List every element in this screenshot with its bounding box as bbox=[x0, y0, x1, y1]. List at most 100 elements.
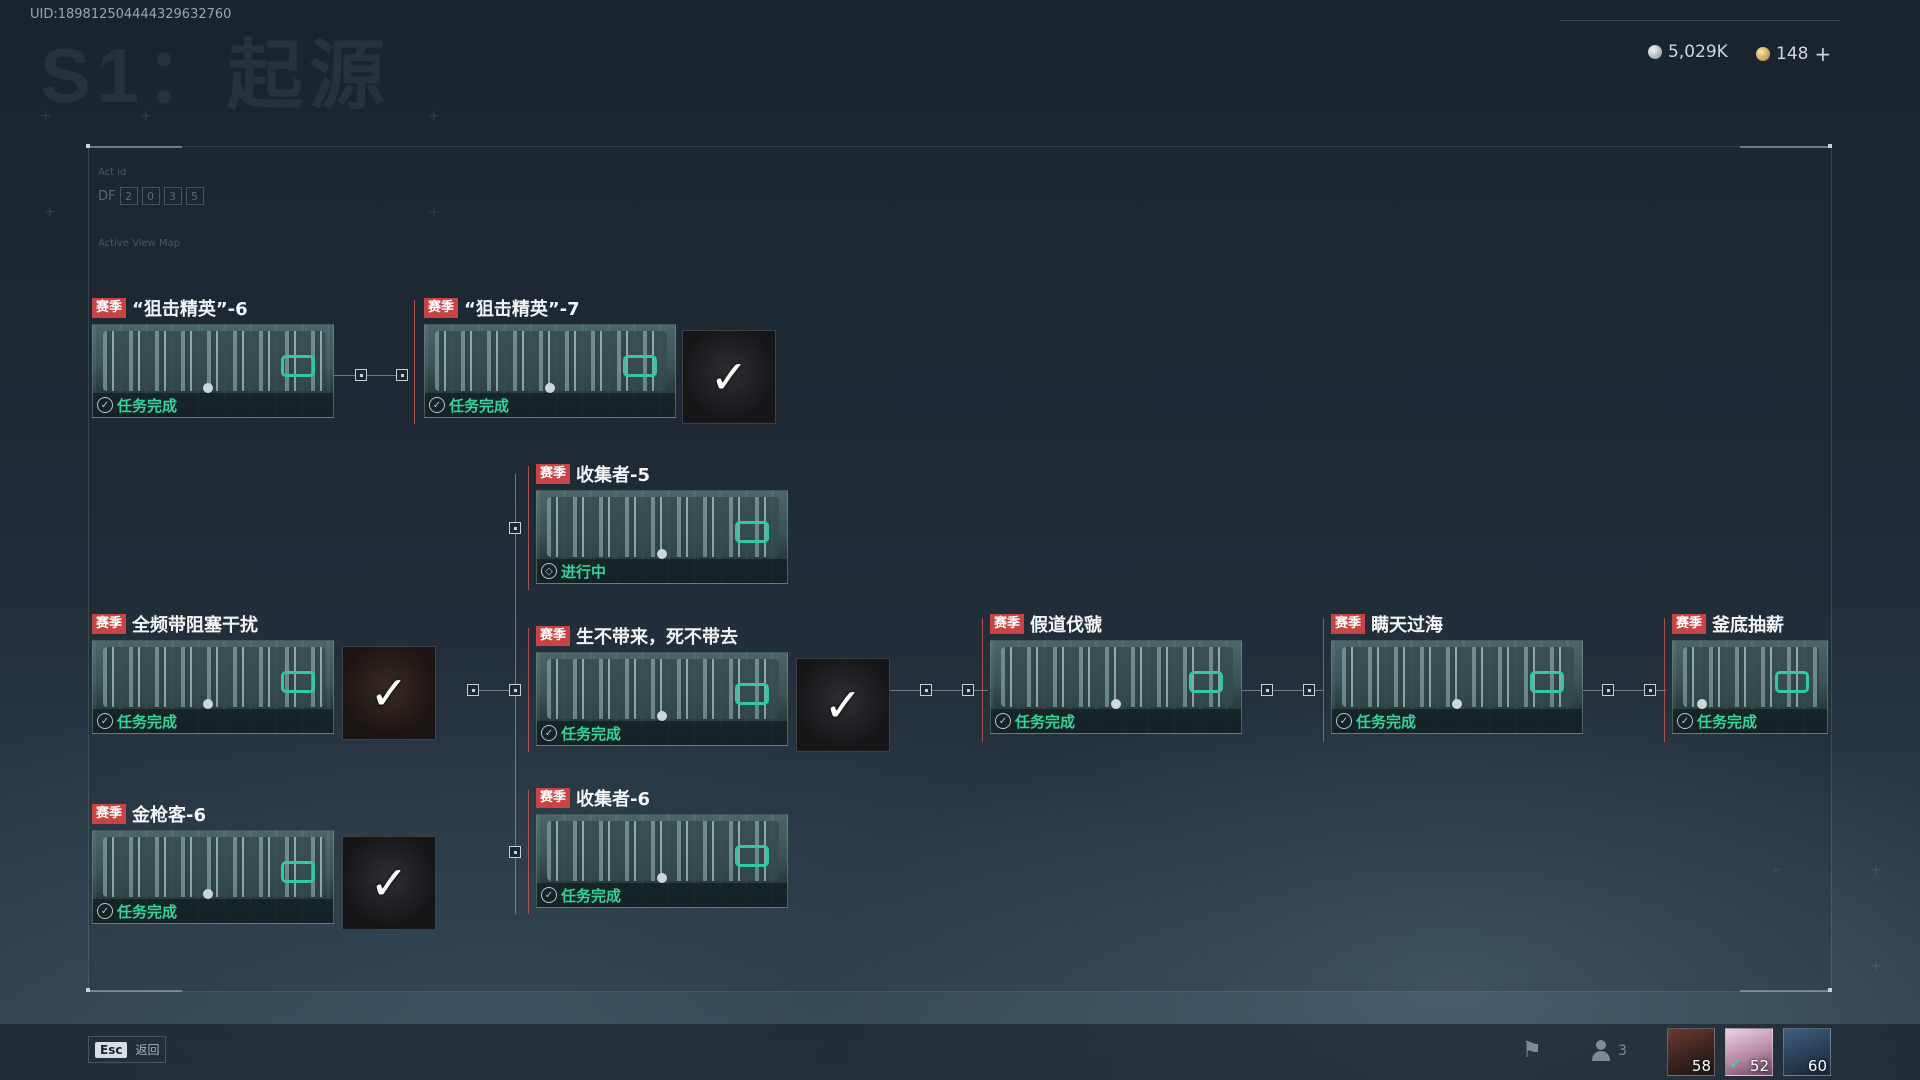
crate-handle bbox=[281, 861, 315, 883]
task-card[interactable]: ✓ 任务完成 bbox=[1331, 640, 1583, 734]
frame-rule bbox=[1740, 146, 1832, 148]
crate-image bbox=[1001, 647, 1233, 707]
task-collector-6[interactable]: 赛季 收集者-6 ✓ 任务完成 bbox=[536, 786, 788, 908]
gold-currency[interactable]: 148 + bbox=[1756, 42, 1831, 66]
branch-accent-line bbox=[528, 790, 529, 914]
back-button[interactable]: Esc 返回 bbox=[88, 1036, 167, 1063]
df-prefix: DF bbox=[98, 188, 116, 204]
gold-amount: 148 bbox=[1776, 44, 1809, 64]
medal-check-icon: ✓ bbox=[1677, 713, 1693, 729]
add-currency-button[interactable]: + bbox=[1814, 42, 1832, 66]
task-card[interactable]: ✓ 任务完成 bbox=[424, 324, 676, 418]
task-life-and-death[interactable]: 赛季 生不带来，死不带去 ✓ 任务完成 bbox=[536, 624, 788, 746]
branch-accent-line bbox=[528, 466, 529, 590]
flag-icon[interactable]: ⚑ bbox=[1522, 1038, 1542, 1063]
season-tag: 赛季 bbox=[536, 464, 571, 484]
task-card[interactable]: ✓ 任务完成 bbox=[1672, 640, 1828, 734]
crate-handle bbox=[281, 355, 315, 377]
crate-image bbox=[547, 821, 779, 881]
back-label: 返回 bbox=[135, 1043, 160, 1057]
branch-accent-line bbox=[528, 628, 529, 752]
silver-amount: 5,029K bbox=[1668, 42, 1728, 62]
silver-currency: 5,029K bbox=[1648, 42, 1728, 62]
frame-corner bbox=[1828, 144, 1832, 148]
task-name: 生不带来，死不带去 bbox=[576, 627, 739, 648]
top-divider bbox=[1560, 20, 1840, 21]
task-card[interactable]: ✓ 任务完成 bbox=[536, 814, 788, 908]
grid-cross-decor: + bbox=[1870, 958, 1882, 974]
crate-knob bbox=[657, 549, 667, 559]
teammate-avatar[interactable]: ✓ 52 bbox=[1725, 1028, 1773, 1076]
task-fake-route[interactable]: 赛季 假道伐虢 ✓ 任务完成 bbox=[990, 612, 1242, 734]
connector-node bbox=[920, 684, 932, 696]
reward-item[interactable]: ✓ bbox=[796, 658, 890, 752]
connector-line bbox=[888, 690, 988, 691]
grid-cross-decor: + bbox=[428, 204, 440, 220]
medal-check-icon: ✓ bbox=[97, 713, 113, 729]
task-name: 假道伐虢 bbox=[1030, 615, 1103, 636]
crate-image bbox=[547, 497, 779, 557]
task-remove-firewood[interactable]: 赛季 釜底抽薪 ✓ 任务完成 bbox=[1672, 612, 1828, 734]
crate-image bbox=[1342, 647, 1574, 707]
branch-accent-line bbox=[1323, 618, 1324, 742]
task-status: 进行中 bbox=[561, 562, 607, 581]
df-digit: 2 bbox=[119, 187, 138, 205]
task-status: 任务完成 bbox=[117, 712, 178, 731]
crate-knob bbox=[545, 383, 555, 393]
grid-cross-decor: + bbox=[140, 108, 152, 124]
connector-node bbox=[1644, 684, 1656, 696]
crate-image bbox=[103, 647, 325, 707]
crate-knob bbox=[657, 873, 667, 883]
teammate-avatar[interactable]: 58 bbox=[1667, 1028, 1715, 1076]
branch-accent-line bbox=[1664, 618, 1665, 742]
task-card[interactable]: ✓ 任务完成 bbox=[92, 640, 334, 734]
crate-image bbox=[547, 659, 779, 719]
season-tag: 赛季 bbox=[92, 804, 127, 824]
season-tag: 赛季 bbox=[536, 626, 571, 646]
avatar-level: 60 bbox=[1807, 1057, 1827, 1075]
reward-item[interactable]: ✓ bbox=[342, 646, 436, 740]
task-full-band-jam[interactable]: 赛季 全频带阻塞干扰 ✓ 任务完成 bbox=[92, 612, 334, 734]
frame-rule bbox=[1740, 990, 1832, 992]
teammate-avatar[interactable]: 60 bbox=[1783, 1028, 1831, 1076]
task-card[interactable]: ✓ 任务完成 bbox=[92, 830, 334, 924]
season-tag: 赛季 bbox=[1331, 614, 1366, 634]
task-name: “狙击精英”-7 bbox=[464, 299, 580, 320]
crate-handle bbox=[735, 683, 769, 705]
reward-item[interactable]: ✓ bbox=[682, 330, 776, 424]
task-collector-5[interactable]: 赛季 收集者-5 ◇ 进行中 bbox=[536, 462, 788, 584]
task-status: 任务完成 bbox=[449, 396, 510, 415]
task-golden-gun-6[interactable]: 赛季 金枪客-6 ✓ 任务完成 bbox=[92, 802, 334, 924]
crate-knob bbox=[203, 383, 213, 393]
task-cross-the-sea[interactable]: 赛季 瞒天过海 ✓ 任务完成 bbox=[1331, 612, 1583, 734]
medal-check-icon: ✓ bbox=[1336, 713, 1352, 729]
medal-check-icon: ✓ bbox=[97, 397, 113, 413]
task-card[interactable]: ✓ 任务完成 bbox=[536, 652, 788, 746]
grid-cross-decor: + bbox=[1870, 862, 1882, 878]
crate-knob bbox=[657, 711, 667, 721]
medal-check-icon: ✓ bbox=[541, 725, 557, 741]
task-card[interactable]: ◇ 进行中 bbox=[536, 490, 788, 584]
df-digit: 3 bbox=[163, 187, 182, 205]
season-tag: 赛季 bbox=[990, 614, 1025, 634]
task-sniper-7[interactable]: 赛季 “狙击精英”-7 ✓ 任务完成 bbox=[424, 296, 676, 418]
crate-handle bbox=[281, 671, 315, 693]
claimed-check-icon: ✓ bbox=[369, 856, 409, 910]
crate-knob bbox=[1111, 699, 1121, 709]
task-card[interactable]: ✓ 任务完成 bbox=[92, 324, 334, 418]
crate-handle bbox=[623, 355, 657, 377]
team-indicator[interactable]: 3 bbox=[1590, 1040, 1627, 1062]
task-name: 收集者-6 bbox=[576, 789, 651, 810]
reward-item[interactable]: ✓ bbox=[342, 836, 436, 930]
silver-coin-icon bbox=[1648, 45, 1662, 59]
connector-node bbox=[1261, 684, 1273, 696]
connector-node bbox=[467, 684, 479, 696]
connector-node bbox=[1602, 684, 1614, 696]
map-label: Active View Map bbox=[98, 238, 181, 249]
crate-handle bbox=[1775, 671, 1809, 693]
task-card[interactable]: ✓ 任务完成 bbox=[990, 640, 1242, 734]
task-sniper-6[interactable]: 赛季 “狙击精英”-6 ✓ 任务完成 bbox=[92, 296, 334, 418]
season-tag: 赛季 bbox=[92, 298, 127, 318]
medal-check-icon: ✓ bbox=[541, 887, 557, 903]
grid-cross-decor: + bbox=[44, 204, 56, 220]
